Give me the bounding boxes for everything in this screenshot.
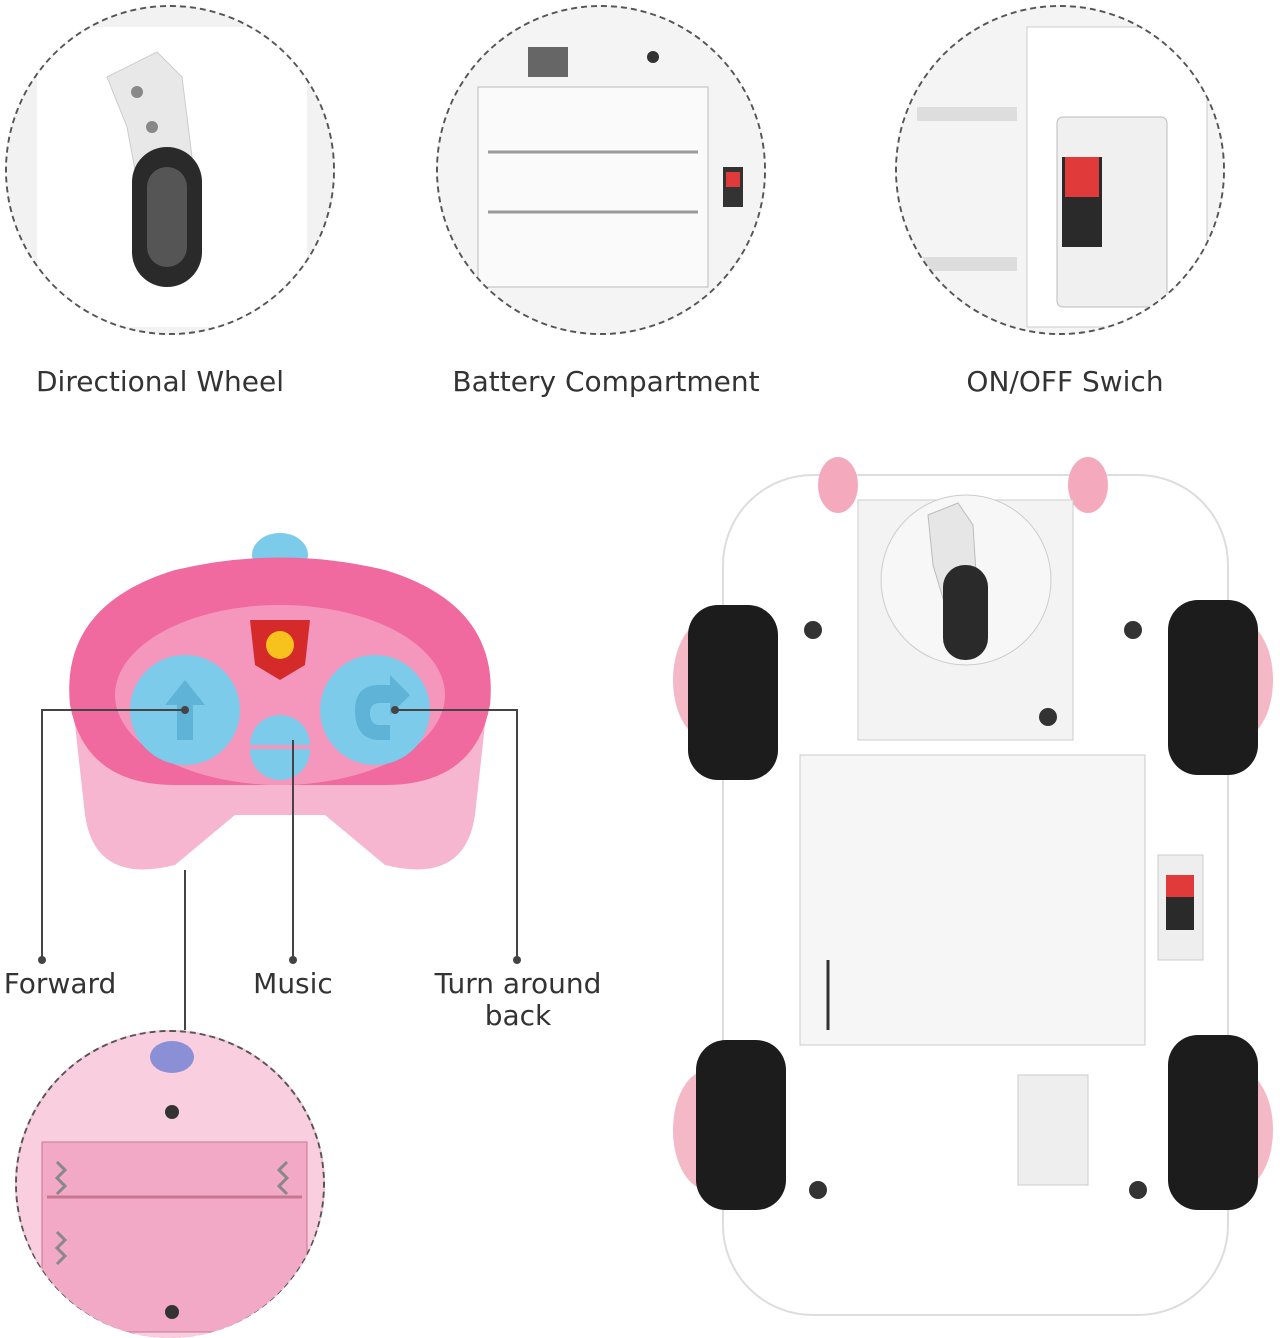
label-forward: Forward <box>3 967 117 1000</box>
battery-compartment-illustration <box>438 7 764 333</box>
label-turn-line2: back <box>484 999 552 1032</box>
remote-controller <box>55 525 525 905</box>
caption-battery-compartment: Battery Compartment <box>452 365 760 398</box>
caption-directional-wheel: Directional Wheel <box>36 365 284 398</box>
label-turn-line1: Turn around <box>434 967 602 1000</box>
directional-wheel-illustration <box>7 7 333 333</box>
on-off-switch-detail <box>895 5 1225 335</box>
controller-battery-detail <box>15 1030 325 1338</box>
label-music: Music <box>253 967 333 1000</box>
remote-controller-illustration <box>69 533 491 870</box>
controller-battery-illustration <box>17 1032 323 1338</box>
on-off-switch-illustration <box>897 7 1223 333</box>
caption-on-off-switch: ON/OFF Swich <box>966 365 1164 398</box>
car-underside-illustration <box>673 457 1273 1316</box>
battery-compartment-detail <box>436 5 766 335</box>
car-underside <box>668 455 1280 1338</box>
directional-wheel-detail <box>5 5 335 335</box>
